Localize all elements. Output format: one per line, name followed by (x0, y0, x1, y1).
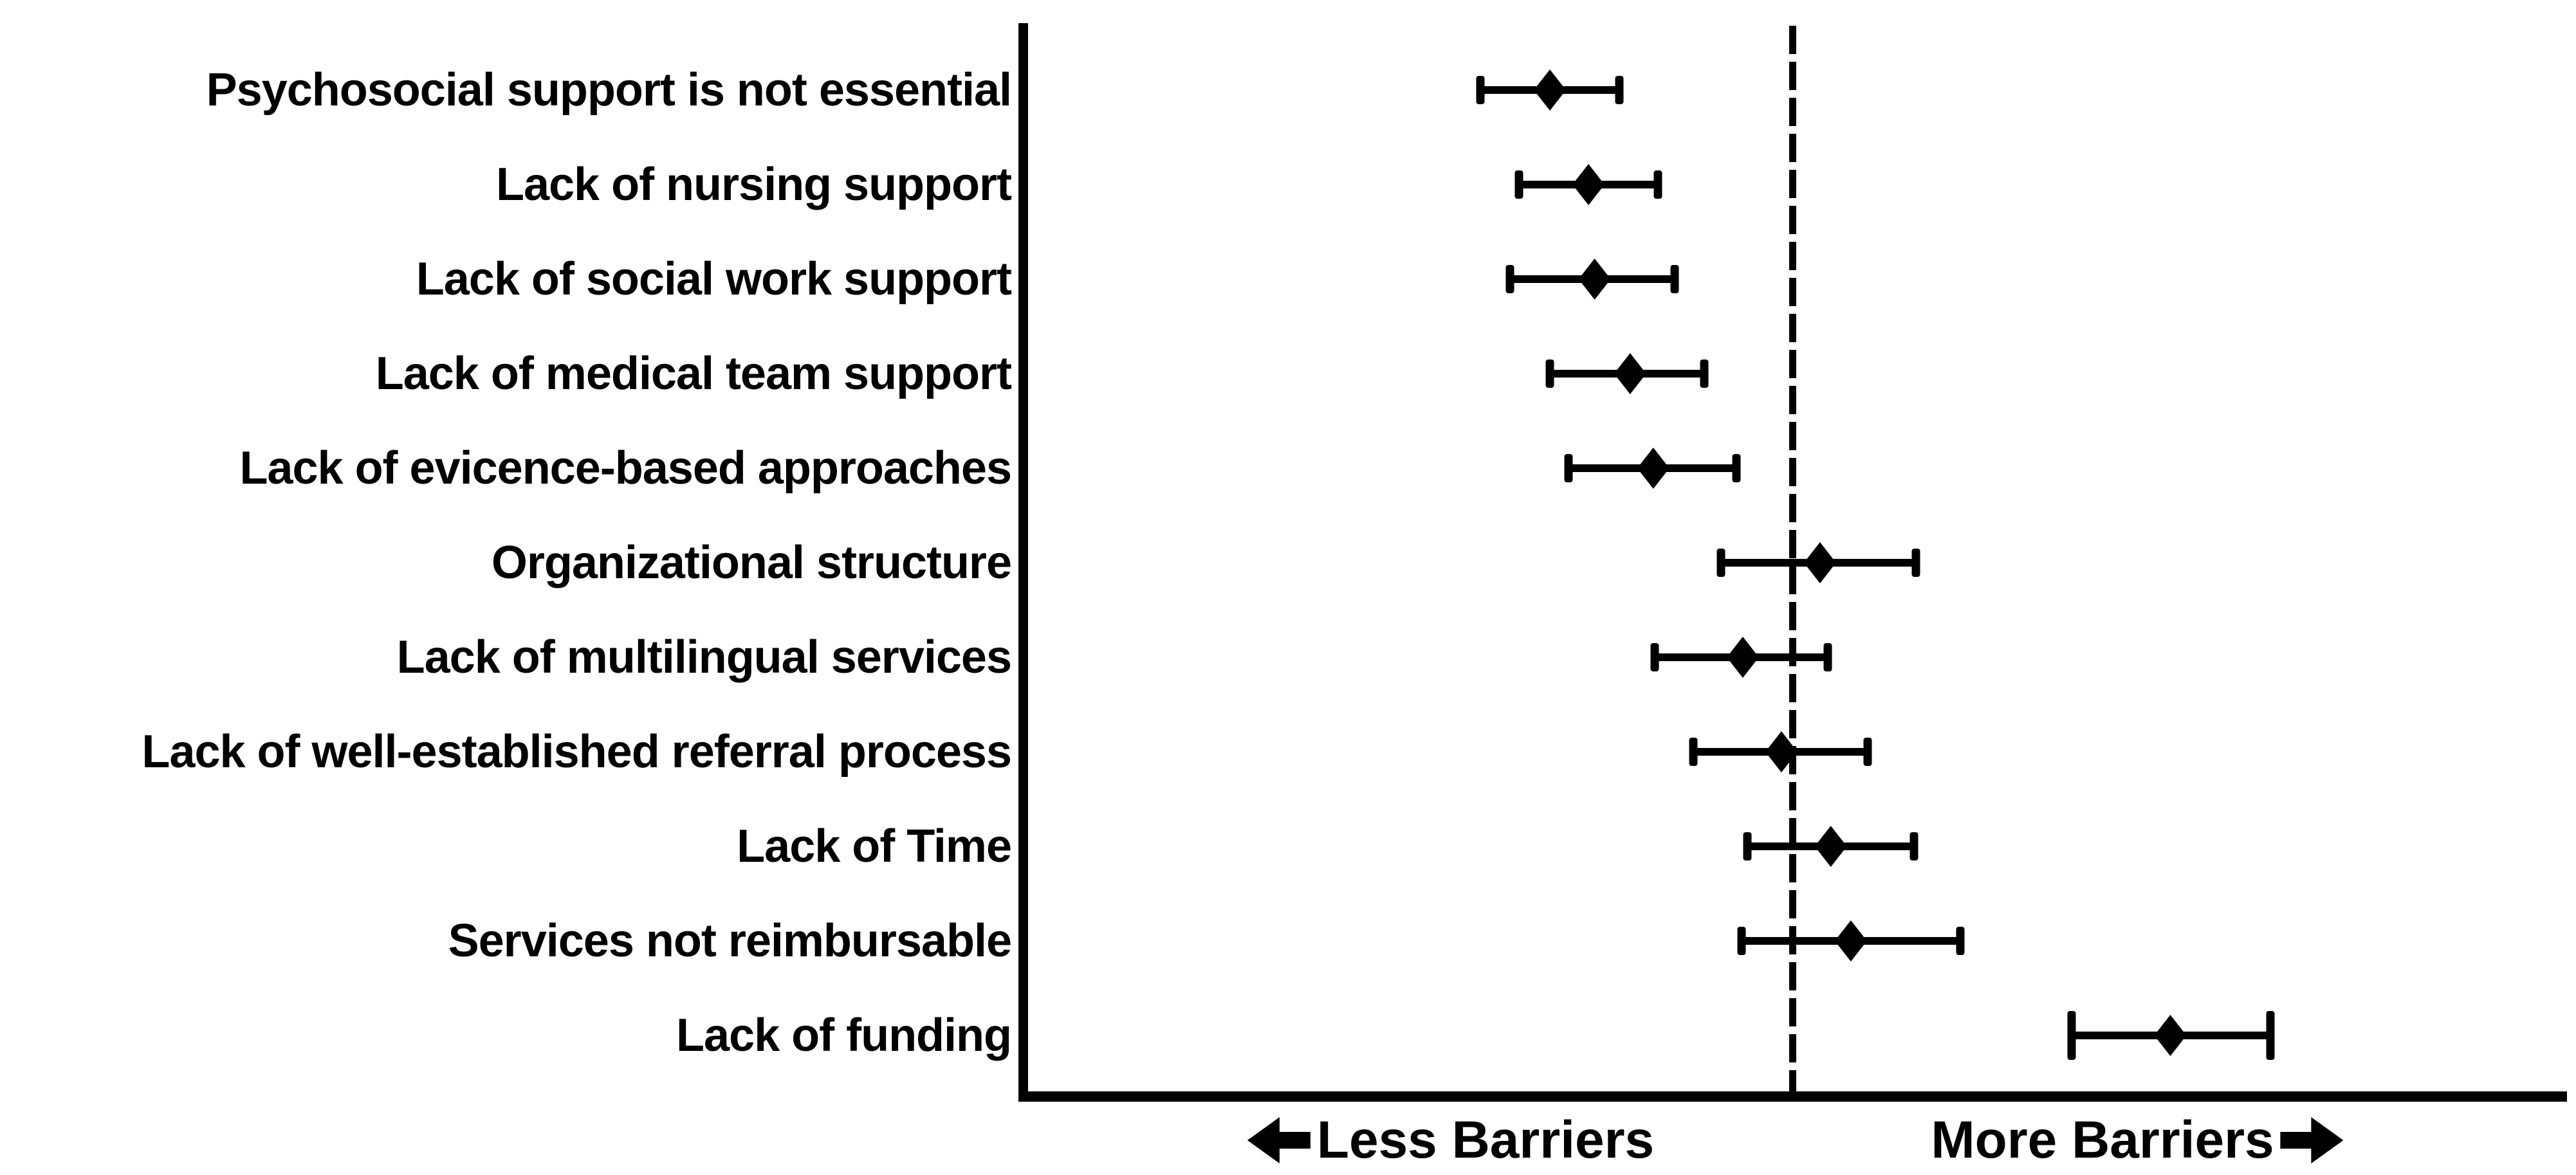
row-label: Services not reimbursable (448, 915, 1012, 967)
error-bar-right-cap (1732, 454, 1741, 482)
reference-line (1789, 26, 1796, 1091)
point-estimate-diamond (1814, 826, 1847, 867)
point-estimate-diamond (1637, 448, 1670, 489)
point-estimate-diamond (1726, 637, 1759, 678)
row-label: Organizational structure (491, 537, 1012, 588)
error-bar-right-cap (1700, 360, 1709, 388)
error-bar-right-cap (1653, 170, 1662, 199)
axis-label-more-barriers: More Barriers (1931, 1110, 2344, 1170)
point-estimate-diamond (1572, 164, 1605, 205)
left-arrow-icon (1247, 1117, 1311, 1163)
row-label: Lack of multilingual services (396, 632, 1012, 683)
error-bar-left-cap (1545, 360, 1554, 388)
point-estimate-diamond (1614, 353, 1646, 394)
axis-label-less-barriers: Less Barriers (1247, 1110, 1654, 1170)
error-bar-right-cap (1823, 643, 1832, 671)
error-bar-left-cap (1716, 549, 1725, 577)
plot-area (1024, 0, 2567, 1091)
more-barriers-text: More Barriers (1931, 1111, 2274, 1169)
row-label: Lack of well-established referral proces… (142, 726, 1012, 778)
error-bar-left-cap (2067, 1011, 2076, 1060)
error-bar-right-cap (1670, 265, 1679, 293)
y-axis-line (1018, 23, 1028, 1102)
error-bar-left-cap (1737, 927, 1746, 955)
x-axis-line (1018, 1091, 2567, 1102)
error-bar-right-cap (2266, 1011, 2275, 1060)
row-label: Lack of evicence-based approaches (239, 442, 1012, 494)
error-bar-right-cap (1911, 549, 1920, 577)
error-bar-left-cap (1514, 170, 1523, 199)
row-label: Lack of social work support (416, 253, 1012, 305)
point-estimate-diamond (1834, 920, 1867, 961)
row-label: Lack of medical team support (375, 348, 1012, 399)
error-bar-right-cap (1863, 738, 1872, 766)
error-bar-left-cap (1743, 832, 1752, 861)
row-label: Lack of Time (737, 821, 1012, 872)
point-estimate-diamond (1578, 259, 1611, 300)
less-barriers-text: Less Barriers (1316, 1111, 1655, 1169)
row-label: Lack of nursing support (495, 159, 1012, 210)
error-bar-left-cap (1505, 265, 1514, 293)
error-bar-right-cap (1956, 927, 1965, 955)
error-bar-right-cap (1615, 76, 1624, 104)
error-bar-left-cap (1650, 643, 1659, 671)
point-estimate-diamond (1803, 542, 1836, 583)
error-bar-left-cap (1476, 76, 1485, 104)
row-label: Lack of funding (676, 1010, 1012, 1061)
point-estimate-diamond (2154, 1015, 2187, 1056)
right-arrow-icon (2280, 1117, 2344, 1163)
row-label: Psychosocial support is not essential (206, 64, 1012, 116)
error-bar-left-cap (1689, 738, 1698, 766)
point-estimate-diamond (1534, 69, 1567, 111)
error-bar-right-cap (1909, 832, 1918, 861)
error-bar-left-cap (1564, 454, 1573, 482)
